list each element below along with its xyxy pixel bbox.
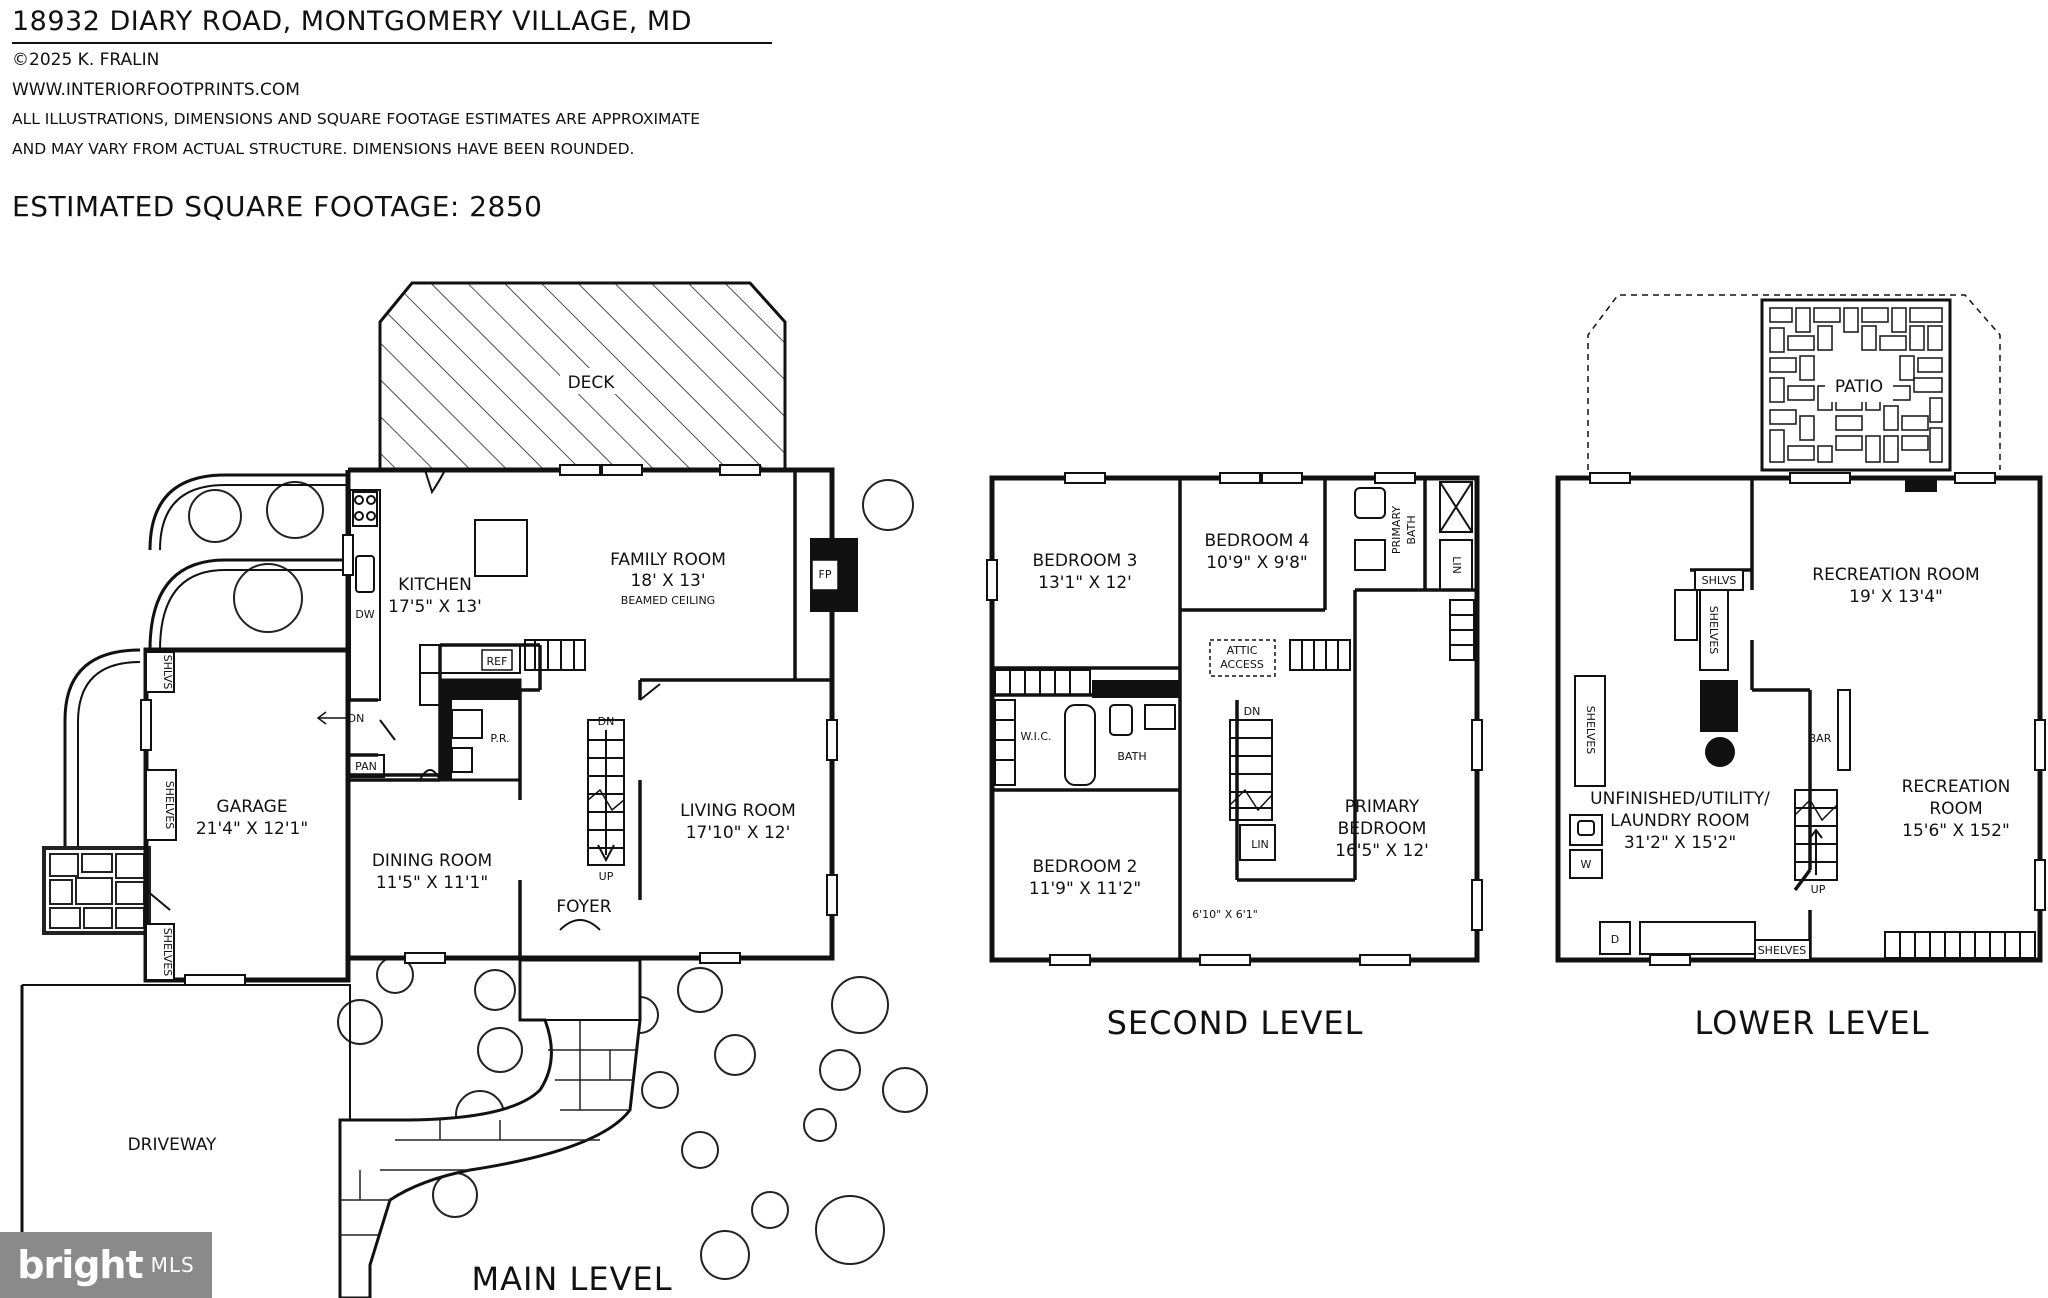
square-footage: ESTIMATED SQUARE FOOTAGE: 2850 [12,190,543,223]
disclaimer-line-2: AND MAY VARY FROM ACTUAL STRUCTURE. DIME… [12,140,635,158]
bedroom4-label: BEDROOM 4 [1205,531,1310,551]
second-stairs-dn: DN [1244,705,1261,718]
washer-label: W [1581,858,1592,871]
primary-bath-label-2: BATH [1405,515,1418,544]
family-room-label: FAMILY ROOM [610,550,726,570]
recreation-room-dims: 19' X 13'4" [1849,587,1943,607]
lower-level-title: LOWER LEVEL [1694,1004,1929,1042]
patio-label: PATIO [1835,377,1883,397]
dining-room-label: DINING ROOM [372,851,492,871]
utility-label-1: UNFINISHED/UTILITY/ [1590,789,1770,809]
main-level-title: MAIN LEVEL [471,1260,672,1298]
stairs-up-label: UP [599,870,614,883]
garage-shelves-label-top: SHLVS [161,655,174,690]
family-room-note: BEAMED CEILING [621,594,715,607]
deck-label: DECK [568,373,616,393]
foyer-label: FOYER [556,897,611,917]
watermark-brand: bright [17,1243,143,1287]
garage-label: GARAGE [216,797,287,817]
garage-dn-label: DN [348,712,365,725]
website-text: WWW.INTERIORFOOTPRINTS.COM [12,80,300,100]
hall-linen-label: LIN [1251,838,1269,851]
powder-room-label: P.R. [490,732,509,745]
garage-shelves-label-bottom: SHELVES [161,928,174,977]
bar-label: BAR [1809,732,1832,745]
primary-bedroom-dims: 16'5" X 12' [1335,841,1429,861]
hall-dims: 6'10" X 6'1" [1192,908,1258,921]
bedroom3-dims: 13'1" X 12' [1038,573,1132,593]
bright-mls-watermark: bright MLS [0,1232,212,1298]
kitchen-dims: 17'5" X 13' [388,597,482,617]
dryer-label: D [1611,933,1619,946]
bedroom2-label: BEDROOM 2 [1033,857,1138,877]
lower-level-plan: PATIO SHLVS SHELVES SHELVES SHELVES [1555,294,2046,1042]
living-room-dims: 17'10" X 12' [686,823,791,843]
primary-bath-label-1: PRIMARY [1390,506,1403,554]
lower-stairs-up: UP [1811,883,1826,896]
lower-shelves-left: SHELVES [1584,706,1597,755]
fireplace-label: FP [819,568,832,581]
fireplace [810,538,858,612]
recreation-room2-dims: 15'6" X 152" [1902,821,2010,841]
lower-shelves-mid: SHELVES [1707,606,1720,655]
bedroom2-dims: 11'9" X 11'2" [1029,879,1141,899]
garage-shelves-label-mid: SHELVES [163,781,176,830]
watermark-suffix: MLS [150,1253,195,1277]
attic-label-1: ATTIC [1227,644,1258,657]
main-stairs [587,719,625,866]
main-level-plan: DECK [20,281,928,1298]
bath-label: BATH [1117,750,1146,763]
living-room-label: LIVING ROOM [680,801,796,821]
utility-dims: 31'2" X 15'2" [1624,833,1736,853]
patio-pavers [1769,307,1943,463]
bedroom3-label: BEDROOM 3 [1033,551,1138,571]
second-level-plan: ATTIC ACCESS DN LIN LIN BEDROOM 3 13'1" … [986,472,1483,1042]
header-divider [12,42,772,44]
stone-steps [42,846,151,935]
bedroom4-dims: 10'9" X 9'8" [1206,553,1308,573]
lower-shlvs-label: SHLVS [1702,574,1737,587]
dining-room-dims: 11'5" X 11'1" [376,873,488,893]
refrigerator-label: REF [487,655,508,668]
family-room-dims: 18' X 13' [630,571,705,591]
lower-stairs [1794,789,1838,881]
disclaimer-line-1: ALL ILLUSTRATIONS, DIMENSIONS AND SQUARE… [12,110,701,128]
recreation-room-label: RECREATION ROOM [1812,565,1979,585]
property-address: 18932 DIARY ROAD, MONTGOMERY VILLAGE, MD [12,6,693,37]
pantry-label: PAN [355,760,377,773]
second-stairs [1229,719,1273,821]
copyright-text: ©2025 K. FRALIN [12,50,160,70]
kitchen-label: KITCHEN [398,575,472,595]
wic-label: W.I.C. [1020,730,1051,743]
dishwasher-label: DW [355,608,374,621]
recreation-room2-label-1: RECREATION [1902,777,2011,797]
utility-label-2: LAUNDRY ROOM [1610,811,1750,831]
attic-label-2: ACCESS [1220,658,1264,671]
recreation-room2-label-2: ROOM [1929,799,1982,819]
primary-linen-label: LIN [1450,556,1463,574]
driveway-label: DRIVEWAY [128,1135,217,1155]
stairs-down-label: DN [598,715,615,728]
second-level-title: SECOND LEVEL [1107,1004,1364,1042]
primary-bedroom-label-2: BEDROOM [1338,819,1427,839]
lower-shelves-bottom: SHELVES [1758,944,1807,957]
garage-dims: 21'4" X 12'1" [196,819,308,839]
primary-bedroom-label-1: PRIMARY [1345,797,1420,817]
